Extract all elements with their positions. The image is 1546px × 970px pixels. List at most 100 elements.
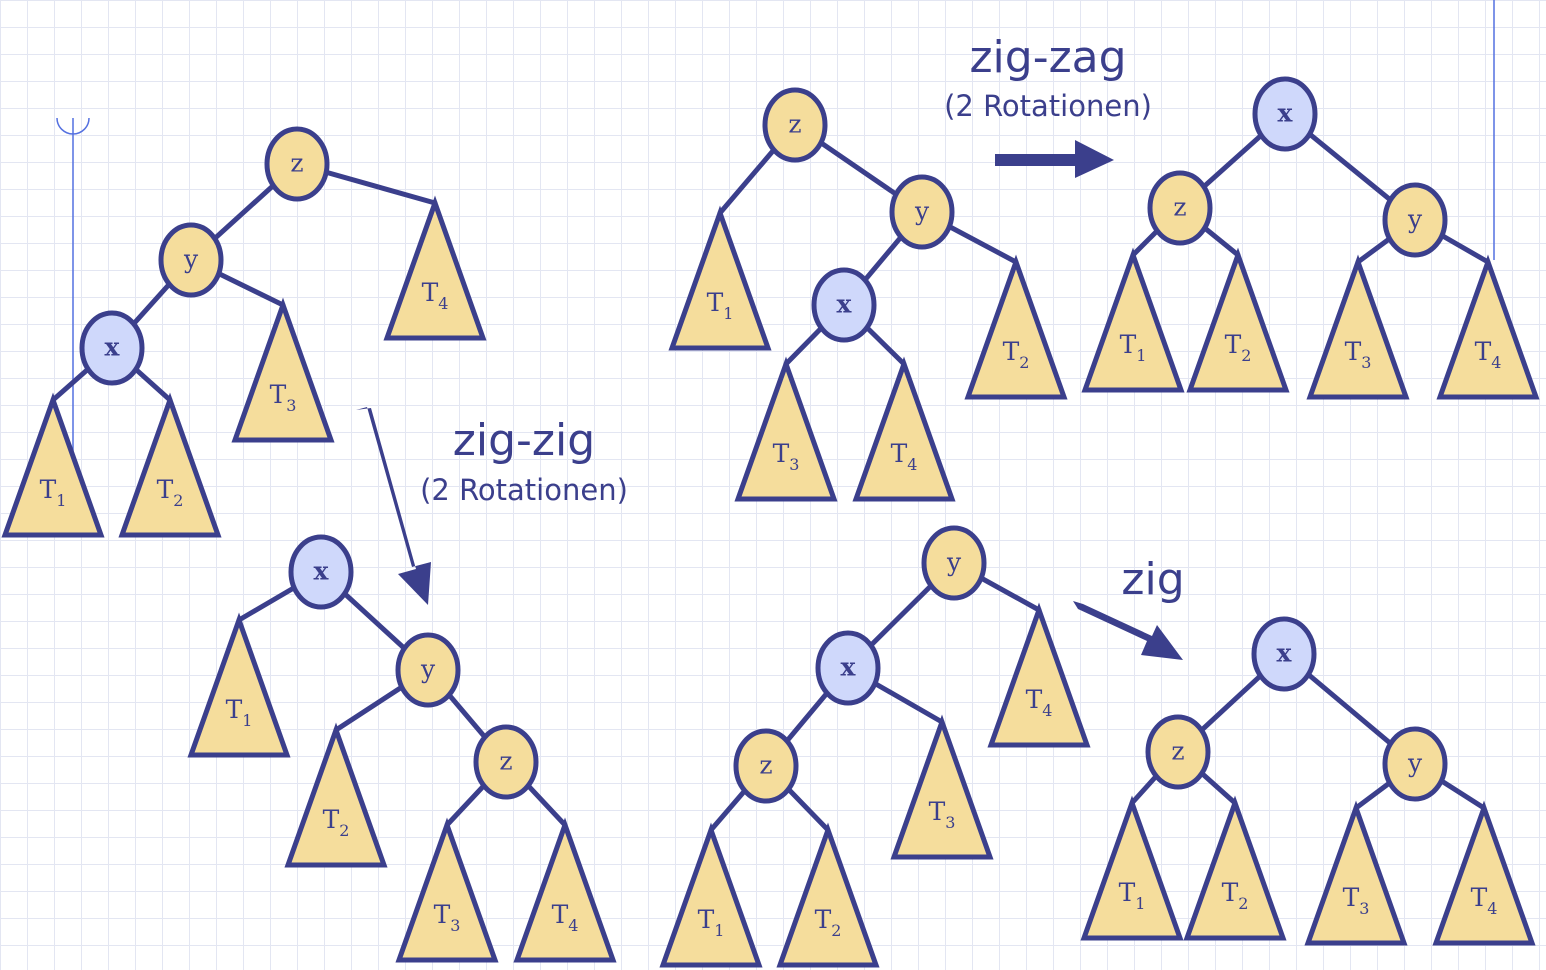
node-circle (815, 630, 881, 706)
zigzag-before-subtree-t2: T2 (964, 254, 1068, 400)
zig-after-subtree-t1: T1 (1080, 795, 1184, 941)
node-circle (1382, 182, 1448, 258)
subtree-triangle (1183, 795, 1287, 941)
node-circle (762, 87, 828, 163)
subtree-label: T1 (707, 288, 734, 323)
node-circle (1145, 714, 1211, 790)
zigzig-arrow (356, 407, 431, 605)
subtree-label: T4 (891, 439, 918, 474)
node-label: z (759, 751, 772, 780)
subtree-triangle (659, 822, 763, 968)
zigzig-after-subtree-t2: T2 (284, 722, 388, 868)
subtree-label: T3 (1343, 883, 1370, 918)
subtree-label: T3 (270, 380, 297, 415)
zig-before-subtree-t3: T3 (890, 714, 994, 860)
zigzig-after-subtree-t1: T1 (187, 612, 291, 758)
zigzig-before-subtree-t3: T3 (231, 297, 335, 443)
subtree-triangle (1080, 795, 1184, 941)
node-label: y (914, 197, 930, 226)
zig-before-node-y: y (921, 525, 987, 601)
subtree-triangle (187, 612, 291, 758)
subtree-label: T2 (815, 905, 842, 940)
subtree-label: T4 (1475, 337, 1502, 372)
zigzag-before-node-z: z (762, 87, 828, 163)
subtree-label: T4 (1471, 883, 1498, 918)
zig-before-node-x: x (815, 630, 881, 706)
node-label: z (788, 110, 801, 139)
subtree-triangle (1306, 254, 1410, 400)
subtree-triangle (734, 356, 838, 502)
zigzag-before-node-x: x (811, 267, 877, 343)
zigzag-before-subtree-t1: T1 (668, 205, 772, 351)
subtree-triangle (383, 195, 487, 341)
node-circle (264, 126, 330, 202)
node-circle (921, 525, 987, 601)
subtree-triangle (890, 714, 994, 860)
zig-arrow (1073, 601, 1183, 660)
subtree-triangle (852, 356, 956, 502)
node-circle (1382, 726, 1448, 802)
node-circle (1251, 616, 1317, 692)
subtree-triangle (987, 602, 1091, 748)
subtree-triangle (776, 822, 880, 968)
subtree-label: T1 (1119, 878, 1146, 913)
subtree-label: T4 (1026, 685, 1053, 720)
zig-before-subtree-t2: T2 (776, 822, 880, 968)
node-label: x (1277, 639, 1293, 668)
subtree-triangle (1436, 254, 1540, 400)
decor-line-left (56, 117, 90, 455)
subtree-label: T3 (773, 439, 800, 474)
zigzig-before-subtree-t1: T1 (1, 392, 105, 538)
node-circle (733, 728, 799, 804)
zig-before-node-z: z (733, 728, 799, 804)
zigzig-after-node-x: x (288, 534, 354, 610)
subtree-triangle (513, 817, 617, 963)
zigzag-title: zig-zag (969, 32, 1126, 83)
subtree-label: T3 (434, 900, 461, 935)
subtree-label: T1 (698, 905, 725, 940)
subtree-label: T2 (1225, 330, 1252, 365)
zigzig-title: zig-zig (453, 415, 595, 466)
node-label: z (1171, 737, 1184, 766)
subtree-label: T1 (40, 475, 67, 510)
zigzag-subtitle: (2 Rotationen) (944, 89, 1152, 123)
subtree-label: T2 (323, 805, 350, 840)
zigzig-before-node-z: z (264, 126, 330, 202)
node-label: y (1407, 205, 1423, 234)
subtree-label: T2 (1003, 337, 1030, 372)
subtree-triangle (1186, 247, 1290, 393)
zigzig-before-subtree-t2: T2 (118, 392, 222, 538)
node-label: x (314, 557, 330, 586)
zigzag-after-node-z: z (1147, 170, 1213, 246)
subtree-triangle (1432, 800, 1536, 946)
zigzag-after-subtree-t2: T2 (1186, 247, 1290, 393)
zig-before-subtree-t4: T4 (987, 602, 1091, 748)
node-label: z (290, 149, 303, 178)
node-label: z (1173, 193, 1186, 222)
zigzag-before-subtree-t3: T3 (734, 356, 838, 502)
zigzig-after-subtree-t4: T4 (513, 817, 617, 963)
zigzig-after-subtree-t3: T3 (395, 817, 499, 963)
subtree-label: T1 (226, 695, 253, 730)
subtree-triangle (1, 392, 105, 538)
zigzag-before-subtree-t4: T4 (852, 356, 956, 502)
node-label: x (837, 290, 853, 319)
node-label: y (946, 548, 962, 577)
node-label: y (1407, 749, 1423, 778)
subtree-triangle (1081, 247, 1185, 393)
zigzag-after-node-y: y (1382, 182, 1448, 258)
subtree-label: T1 (1120, 330, 1147, 365)
subtree-triangle (284, 722, 388, 868)
node-circle (889, 174, 955, 250)
zigzig-after-node-y: y (395, 632, 461, 708)
node-circle (1147, 170, 1213, 246)
zig-after-subtree-t2: T2 (1183, 795, 1287, 941)
zig-after-node-y: y (1382, 726, 1448, 802)
zig-after-node-x: x (1251, 616, 1317, 692)
zigzig-after-node-z: z (473, 724, 539, 800)
subtree-label: T2 (157, 475, 184, 510)
zigzag-after-subtree-t3: T3 (1306, 254, 1410, 400)
zigzag-before-node-y: y (889, 174, 955, 250)
zigzig-before-subtree-t4: T4 (383, 195, 487, 341)
